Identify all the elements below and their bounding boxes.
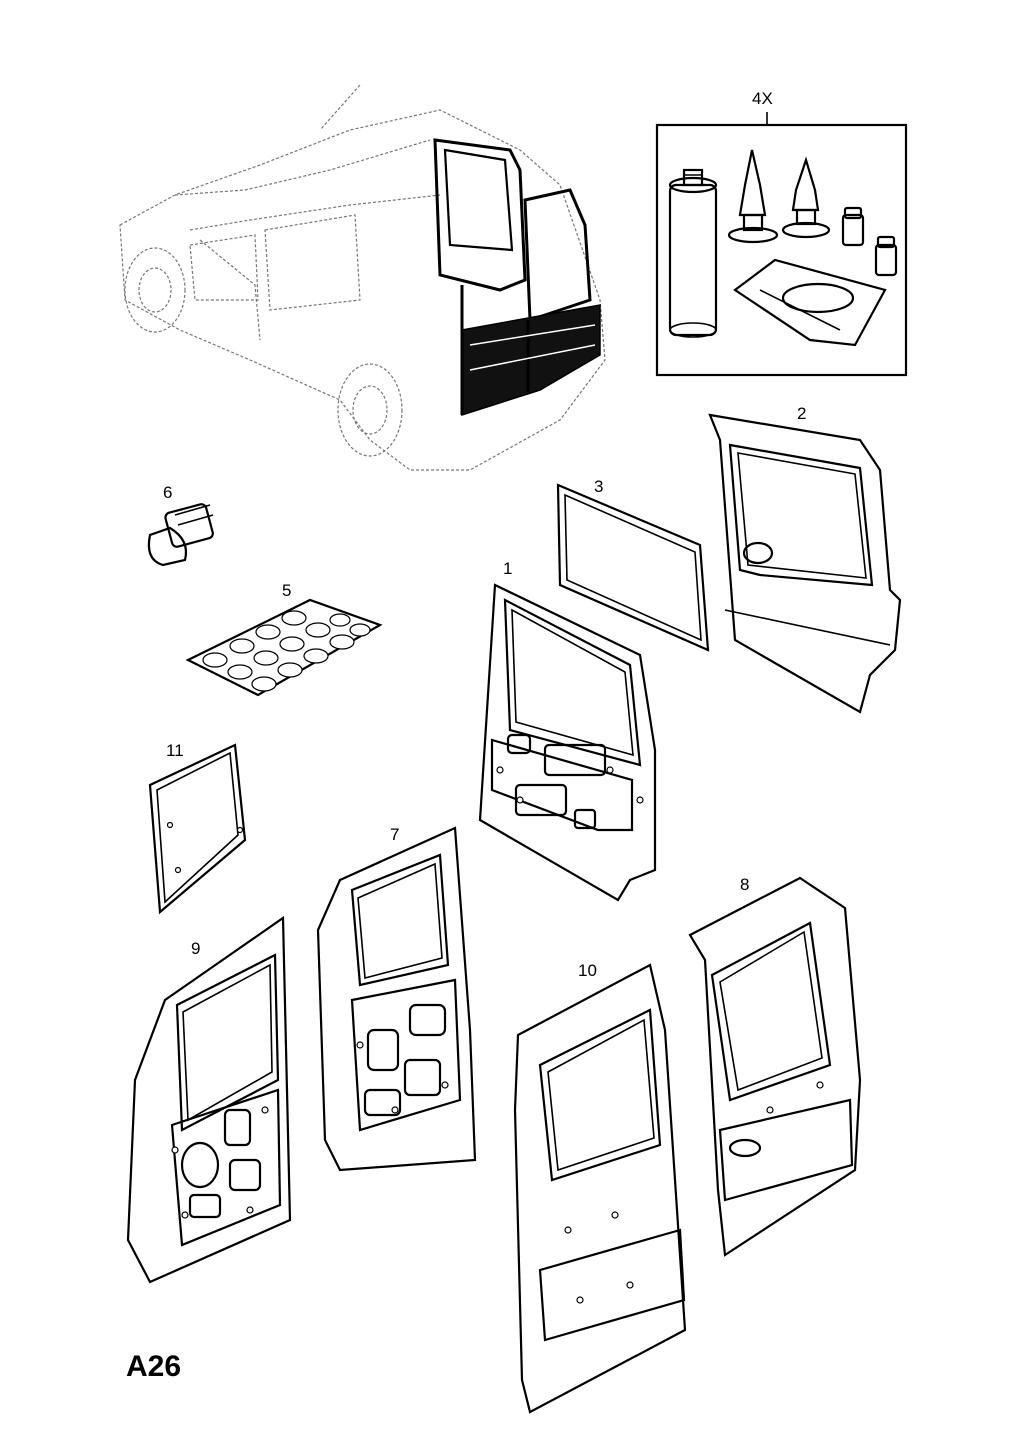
- callout-part-5: 5: [282, 581, 292, 600]
- adhesive-pads-sheet: [185, 598, 383, 697]
- callout-part-6: 6: [163, 483, 173, 502]
- applicator-bag-icon: [733, 258, 887, 347]
- diagram-code: A26: [126, 1350, 182, 1383]
- adhesive-kit-box: [655, 112, 908, 377]
- vehicle-overview: [119, 84, 606, 471]
- callout-part-2: 2: [797, 404, 807, 423]
- nozzle-icon: [781, 156, 831, 239]
- rear-door-outer-left: [513, 963, 687, 1414]
- rear-door-outer-right: [688, 876, 862, 1257]
- rear-door-inner-left: [316, 826, 477, 1172]
- side-door-panel: [708, 413, 902, 714]
- rear-window-glass: [148, 743, 247, 915]
- sliding-door-inner-panel: [478, 583, 657, 902]
- callout-part-11: 11: [166, 741, 184, 760]
- primer-bottle-icon: [841, 206, 865, 247]
- callout-part-1: 1: [503, 559, 513, 578]
- callout-kit: 4X: [752, 89, 773, 108]
- callout-part-9: 9: [191, 939, 201, 958]
- rear-door-inner-right: [126, 915, 292, 1284]
- side-window-glass: [556, 483, 710, 652]
- bulb-icon: [147, 503, 214, 567]
- adhesive-cartridge-icon: [668, 168, 718, 338]
- primer-bottle-icon: [874, 235, 898, 277]
- nozzle-icon: [727, 149, 779, 244]
- callout-part-7: 7: [390, 825, 400, 844]
- callout-part-10: 10: [578, 961, 597, 980]
- callout-part-8: 8: [740, 875, 750, 894]
- callout-part-3: 3: [594, 477, 604, 496]
